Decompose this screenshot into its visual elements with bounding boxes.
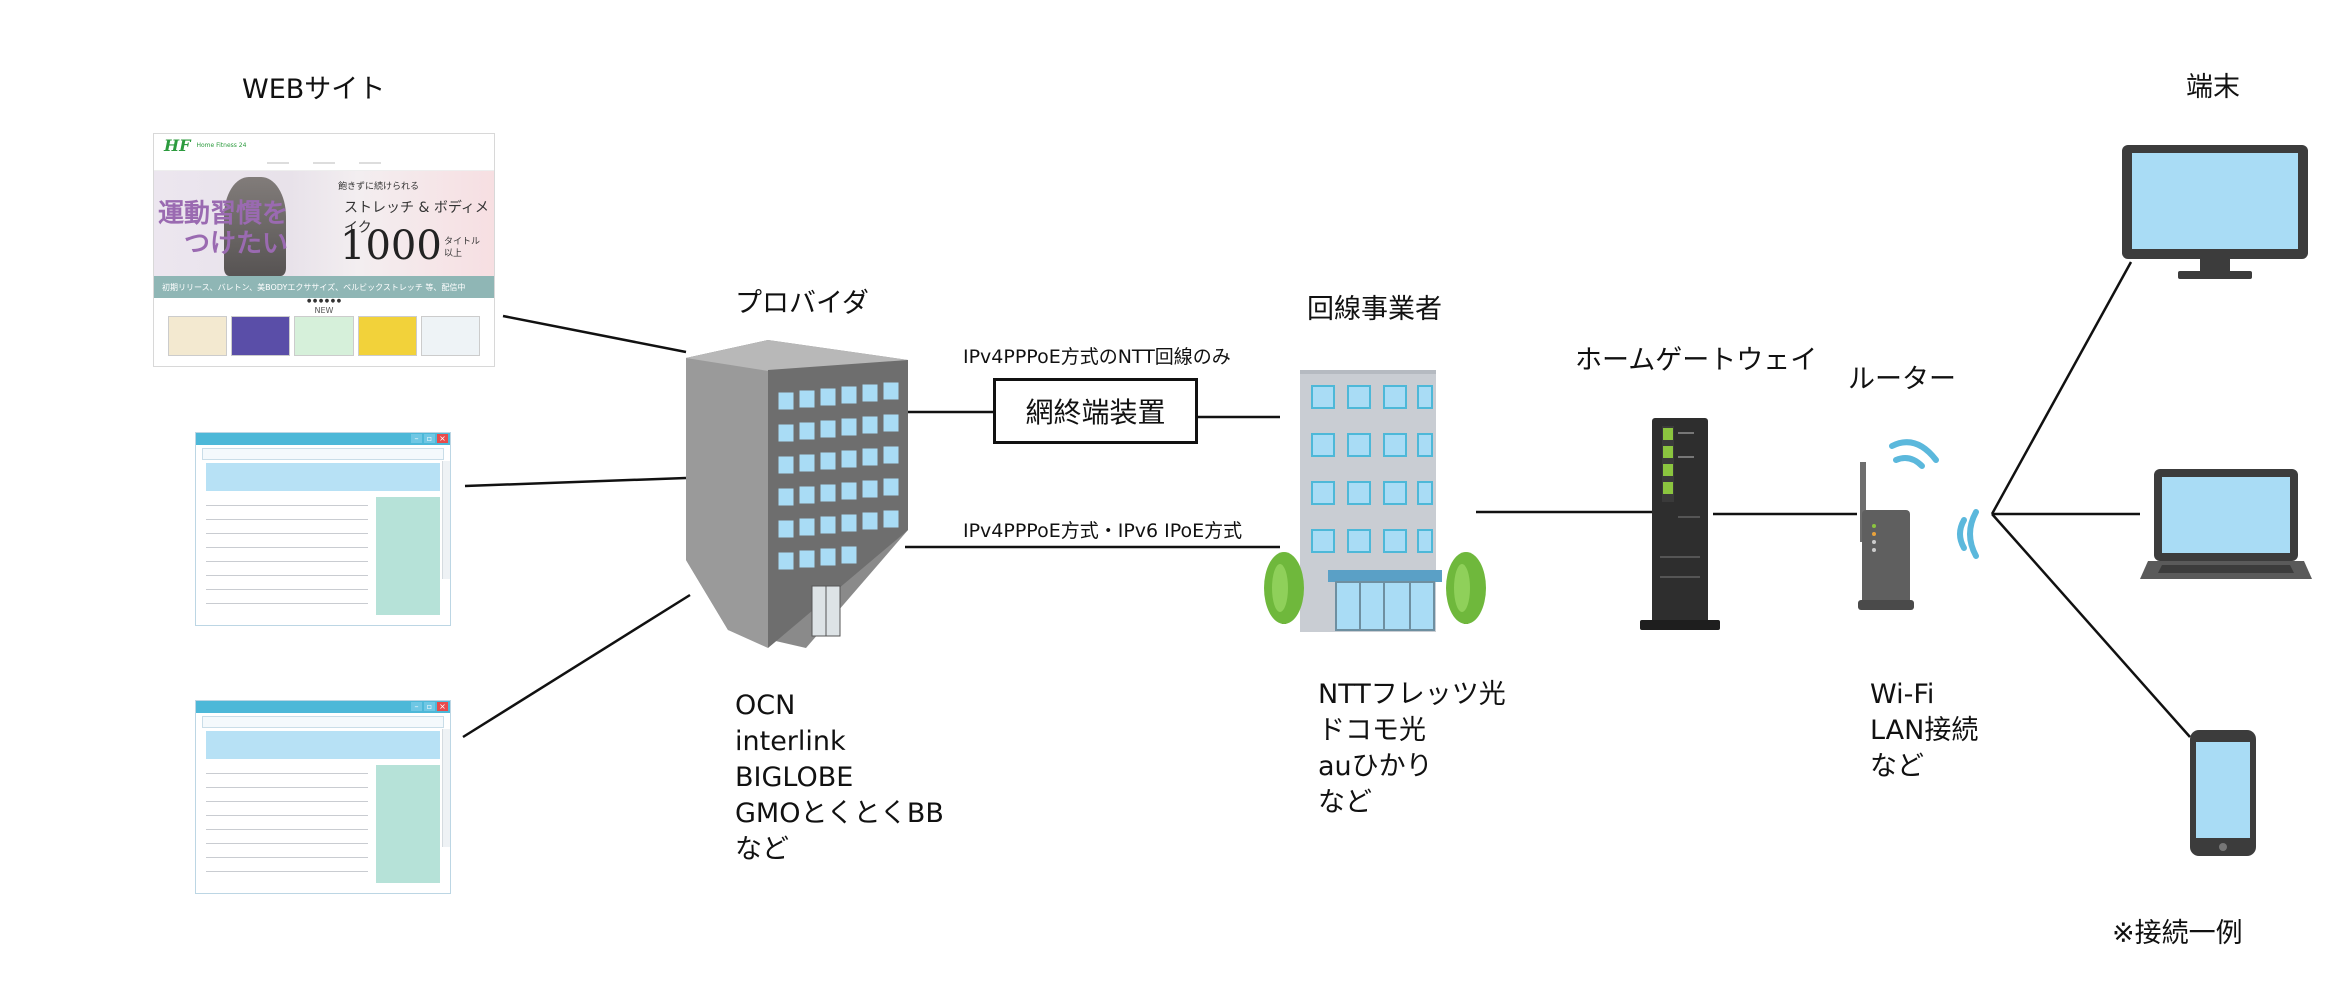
page-sidebar <box>376 497 440 615</box>
carrier-building-icon <box>1264 370 1486 632</box>
router-list: Wi-Fi LAN接続 など <box>1870 677 1978 785</box>
hero-unit2: 以上 <box>444 249 463 259</box>
website-screenshot: HF Home Fitness 24 運動習慣を つけたい 飽きずに続けられる … <box>153 133 495 367</box>
hero-line1: 運動習慣を <box>158 199 289 229</box>
ntt-route-label: IPv4PPPoE方式のNTT回線のみ <box>963 346 1231 368</box>
hero-line2: つけたい <box>184 229 289 259</box>
provider-item: interlink <box>735 726 846 757</box>
thumbnail-row <box>154 316 494 356</box>
router-icon <box>1858 439 1979 610</box>
terminal-title: 端末 <box>2186 72 2240 103</box>
router-item: Wi-Fi <box>1870 679 1935 710</box>
maximize-icon: ▫ <box>424 434 435 443</box>
carrier-title: 回線事業者 <box>1307 294 1442 325</box>
close-icon: × <box>437 434 448 443</box>
carrier-list: NTTフレッツ光 ドコモ光 auひかり など <box>1318 677 1506 821</box>
carrier-item: ドコモ光 <box>1318 715 1426 746</box>
home-gateway-title: ホームゲートウェイ <box>1575 345 1818 376</box>
wifi-icon <box>1957 509 1979 559</box>
hero-unit: タイトル 以上 <box>444 236 480 260</box>
hero-sub2: ストレッチ & ボディメイク <box>344 200 489 236</box>
provider-item: GMOとくとくBB <box>735 798 944 829</box>
monitor-icon <box>2122 145 2308 279</box>
tree-icon <box>1446 552 1486 624</box>
website-logo-sub: Home Fitness 24 <box>196 141 247 149</box>
router-item: LAN接続 <box>1870 715 1979 746</box>
network-termination-device: 網終端装置 <box>993 378 1198 444</box>
hero-big-number: 1000 <box>340 223 442 269</box>
carrier-item: auひかり <box>1318 751 1433 782</box>
footnote: ※接続一例 <box>2112 918 2243 949</box>
scrollbar <box>442 729 450 847</box>
provider-item: など <box>735 834 789 865</box>
hero-unit1: タイトル <box>444 237 481 247</box>
website-nav <box>154 156 494 171</box>
router-title: ルーター <box>1848 364 1956 395</box>
provider-item: OCN <box>735 690 796 721</box>
hero-band: 初期リリース、バレトン、美BODYエクササイズ、ペルビックストレッチ 等、配信中 <box>154 276 494 298</box>
browser-titlebar: – ▫ × <box>196 433 450 445</box>
page-banner <box>206 731 440 759</box>
smartphone-icon <box>2190 730 2256 856</box>
tree-icon <box>1264 552 1304 624</box>
ipv6-route-label: IPv4PPPoE方式・IPv6 IPoE方式 <box>963 520 1243 542</box>
website-hero: 運動習慣を つけたい 飽きずに続けられる ストレッチ & ボディメイク 1000… <box>154 171 494 276</box>
provider-list: OCN interlink BIGLOBE GMOとくとくBB など <box>735 688 944 868</box>
maximize-icon: ▫ <box>424 702 435 711</box>
close-icon: × <box>437 702 448 711</box>
scrollbar <box>442 461 450 579</box>
carrier-item: など <box>1318 787 1372 818</box>
provider-title: プロバイダ <box>735 288 869 319</box>
home-gateway-icon <box>1640 418 1720 630</box>
hero-figure <box>224 177 286 276</box>
minimize-icon: – <box>411 434 422 443</box>
carousel-dots: ● ● ● ● ● ● <box>306 298 342 304</box>
minimize-icon: – <box>411 702 422 711</box>
page-body <box>206 497 440 615</box>
provider-item: BIGLOBE <box>735 762 854 793</box>
page-banner <box>206 463 440 491</box>
page-body <box>206 765 440 883</box>
browser-titlebar: – ▫ × <box>196 701 450 713</box>
website-logo: HF <box>164 135 191 155</box>
browser-window-2: – ▫ × <box>195 700 451 894</box>
laptop-icon <box>2140 469 2312 579</box>
browser-window-1: – ▫ × <box>195 432 451 626</box>
provider-building-icon <box>686 340 908 648</box>
page-sidebar <box>376 765 440 883</box>
address-bar <box>202 716 444 728</box>
carrier-item: NTTフレッツ光 <box>1318 679 1506 710</box>
website-title: WEBサイト <box>242 74 386 105</box>
hero-sub1: 飽きずに続けられる <box>338 182 420 192</box>
wifi-icon <box>1889 439 1939 469</box>
address-bar <box>202 448 444 460</box>
router-item: など <box>1870 751 1924 782</box>
new-label: NEW <box>314 306 334 315</box>
